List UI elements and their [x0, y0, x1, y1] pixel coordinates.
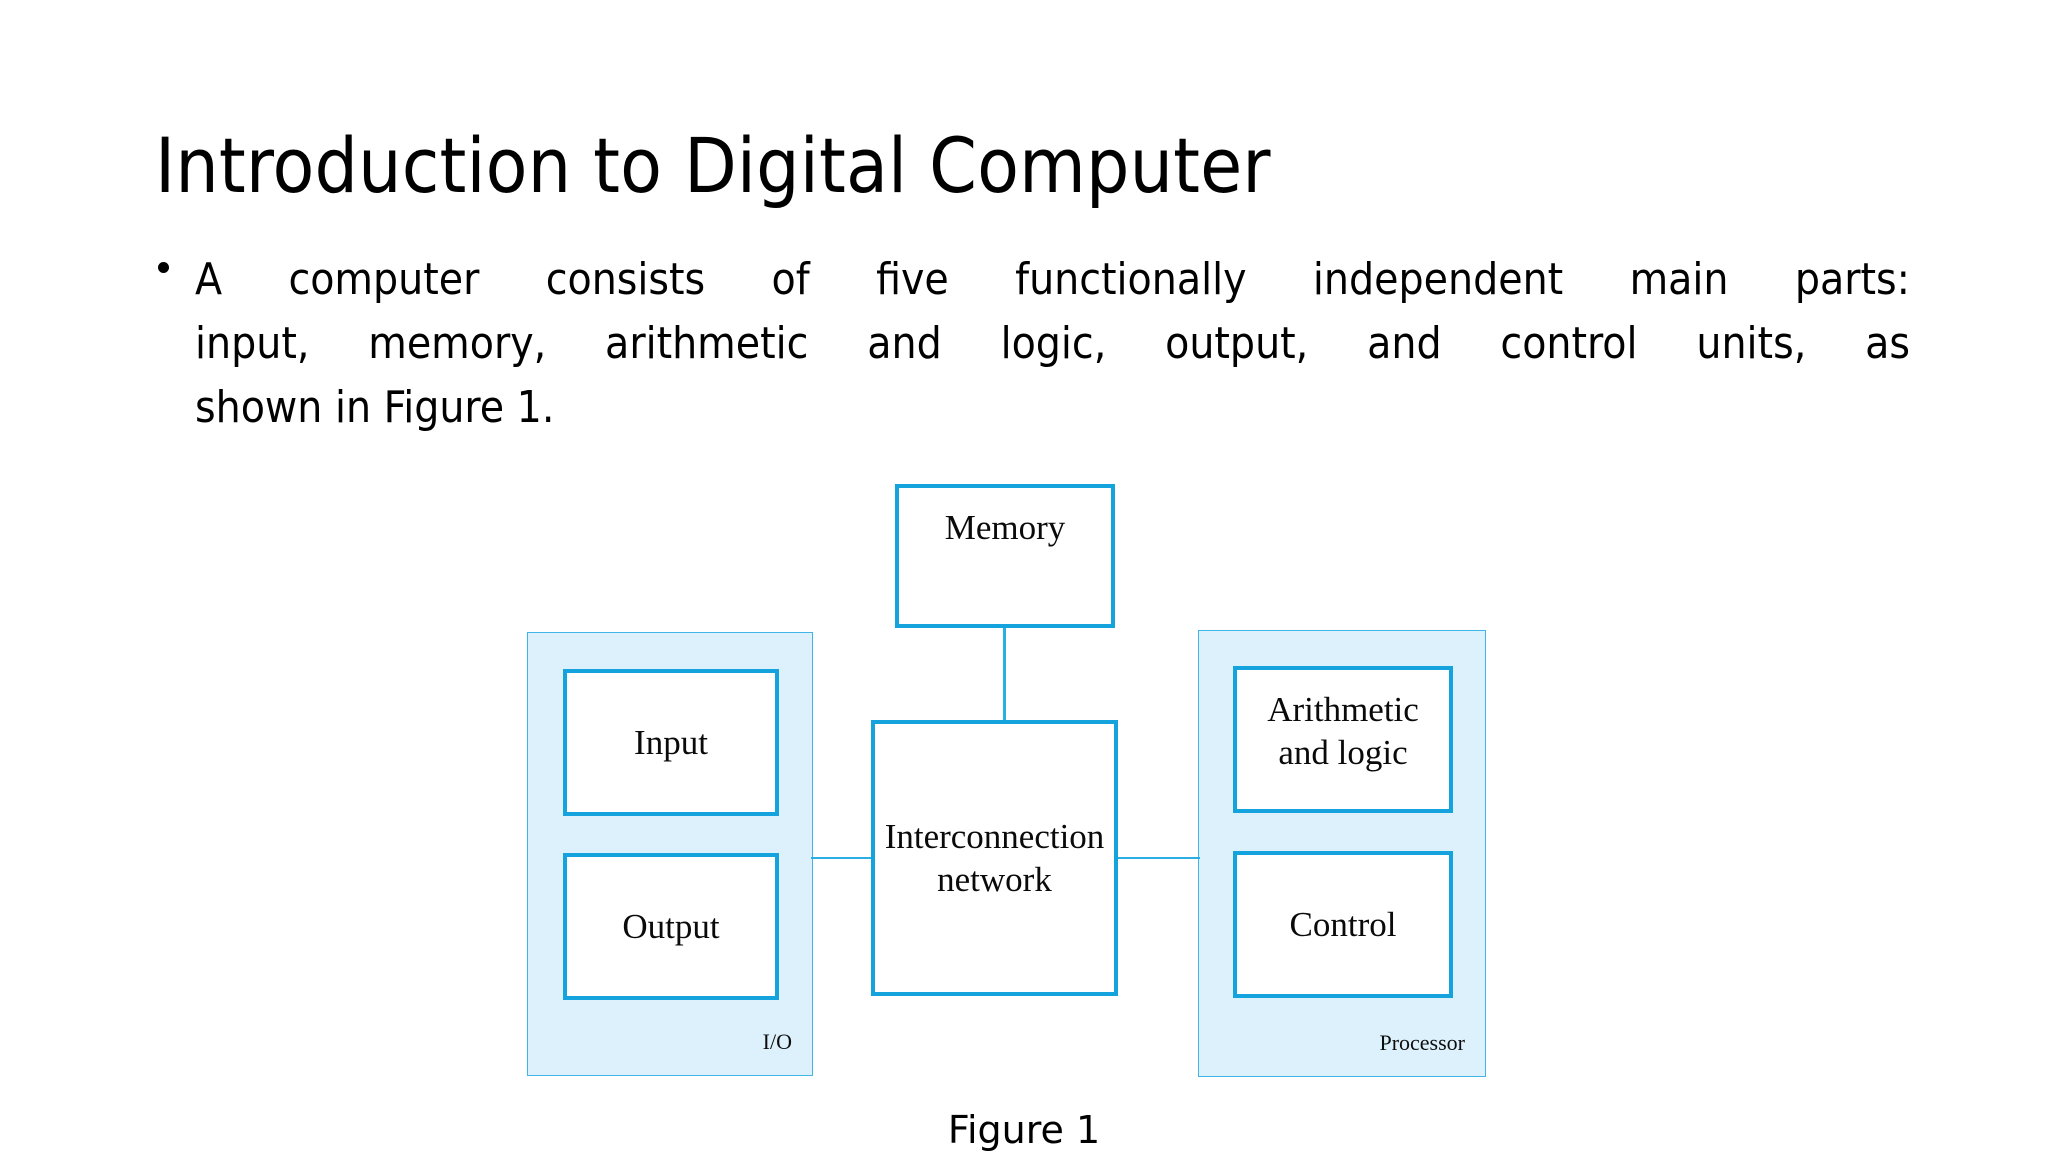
connector-memory-interconnection [1003, 626, 1006, 726]
node-arithmetic-line-1: Arithmetic [1267, 690, 1419, 729]
node-arithmetic-line-2: and logic [1278, 733, 1408, 772]
node-memory[interactable]: Memory [895, 484, 1115, 628]
bullet-dot-icon [158, 262, 169, 273]
bullet-paragraph: A computer consists of five functionally… [195, 248, 1910, 440]
processor-panel-label: Processor [1379, 1030, 1465, 1055]
node-interconnection-line-2: network [937, 860, 1052, 899]
bullet-line-3: shown in Figure 1. [195, 382, 555, 433]
node-output[interactable]: Output [563, 853, 779, 1000]
node-arithmetic-and-logic[interactable]: Arithmetic and logic [1233, 666, 1453, 813]
body-content: A computer consists of five functionally… [150, 248, 1910, 440]
io-panel-label: I/O [762, 1029, 792, 1054]
node-input[interactable]: Input [563, 669, 779, 816]
node-output-label: Output [622, 907, 720, 946]
node-input-label: Input [634, 723, 708, 762]
node-arithmetic-and-logic-label: Arithmetic and logic [1267, 688, 1419, 774]
node-control-label: Control [1289, 905, 1397, 944]
figure-caption: Figure 1 [947, 1108, 1101, 1152]
node-interconnection-network[interactable]: Interconnection network [871, 720, 1118, 996]
node-control[interactable]: Control [1233, 851, 1453, 998]
node-interconnection-network-label: Interconnection network [885, 815, 1105, 901]
bullet-line-1: A computer consists of five functionally… [195, 254, 1910, 305]
node-interconnection-line-1: Interconnection [884, 817, 1105, 856]
bullet-list-item: A computer consists of five functionally… [150, 248, 1910, 440]
connector-interconnection-processor [1116, 857, 1200, 859]
page-title: Introduction to Digital Computer [155, 120, 1271, 210]
bullet-line-2: input, memory, arithmetic and logic, out… [195, 318, 1910, 369]
connector-io-interconnection [811, 857, 873, 859]
node-memory-label: Memory [944, 508, 1066, 547]
